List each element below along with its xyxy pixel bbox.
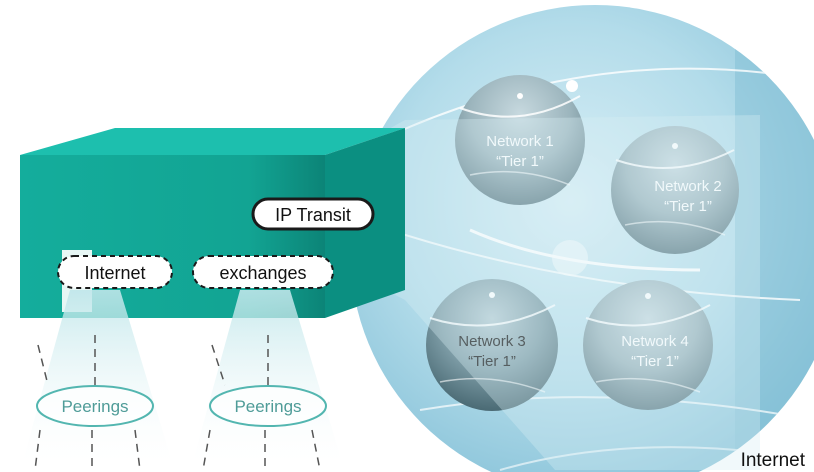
peering-label-left: Peerings <box>61 397 128 416</box>
peering-ring-left <box>36 385 154 427</box>
network-2-sphere <box>611 126 739 254</box>
network-3-sphere <box>426 279 558 411</box>
exchange-label-exchanges: exchanges <box>219 263 306 283</box>
exchange-label-internet: Internet <box>84 263 145 283</box>
peering-lines <box>34 335 321 471</box>
peering-label-right: Peerings <box>234 397 301 416</box>
network-3-name: Network 3 <box>458 333 526 350</box>
ip-transit-badge <box>251 197 375 231</box>
network-3-tier: “Tier 1” <box>468 353 516 370</box>
network-1-sphere <box>455 75 585 205</box>
network-4-sphere <box>583 280 713 410</box>
internet-label: Internet <box>741 450 806 471</box>
network-2-tier: “Tier 1” <box>664 198 712 215</box>
network-1-name: Network 1 <box>486 133 554 150</box>
network-1-tier: “Tier 1” <box>496 153 544 170</box>
ip-transit-label: IP Transit <box>275 205 351 225</box>
internet-pill <box>57 255 173 289</box>
peering-ring-right <box>209 385 327 427</box>
exchange-box <box>20 128 405 318</box>
peering-beam-left <box>20 290 175 472</box>
exchanges-pill <box>192 255 334 289</box>
network-4-name: Network 4 <box>621 333 689 350</box>
network-2-name: Network 2 <box>654 178 722 195</box>
network-4-tier: “Tier 1” <box>631 353 679 370</box>
